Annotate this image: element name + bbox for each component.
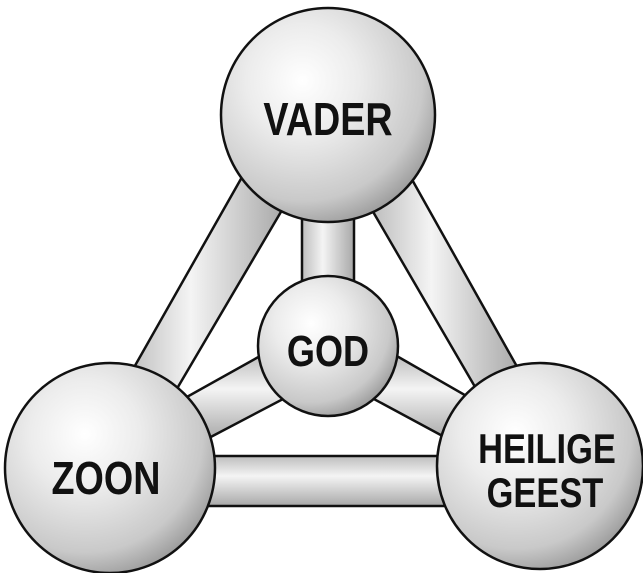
label-vader: VADER bbox=[263, 93, 392, 144]
connector-zoon-heilige-geest bbox=[205, 456, 450, 506]
label-geest: GEEST bbox=[487, 470, 604, 517]
label-zoon: ZOON bbox=[52, 452, 161, 503]
label-god: GOD bbox=[287, 327, 369, 376]
label-heilige: HEILIGE bbox=[478, 426, 616, 473]
